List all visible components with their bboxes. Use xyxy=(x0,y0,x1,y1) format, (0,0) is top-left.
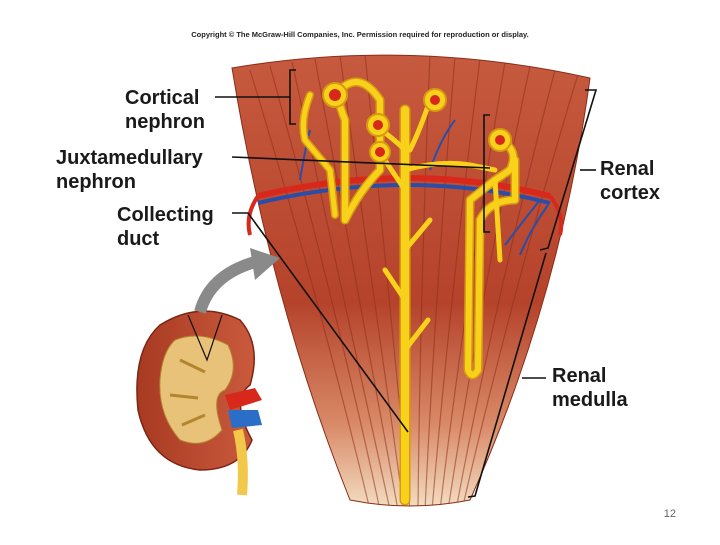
label-juxtamedullary-nephron: Juxtamedullary nephron xyxy=(56,146,203,194)
label-line: Juxtamedullary xyxy=(56,147,203,169)
label-line: nephron xyxy=(56,171,136,193)
label-cortical-nephron: Cortical nephron xyxy=(125,86,205,134)
label-line: Renal xyxy=(600,158,655,180)
leader-lines xyxy=(215,69,598,498)
label-renal-medulla: Renal medulla xyxy=(552,364,628,412)
label-line: duct xyxy=(117,228,160,250)
label-line: nephron xyxy=(125,111,205,133)
label-line: Collecting xyxy=(117,204,214,226)
label-line: cortex xyxy=(600,182,661,204)
renal-pyramid xyxy=(231,54,591,507)
label-line: medulla xyxy=(552,389,628,411)
label-line: Cortical xyxy=(125,87,200,109)
glomeruli xyxy=(322,82,512,163)
page-number: 12 xyxy=(663,508,676,520)
kidney-cross-section-icon xyxy=(136,310,262,496)
label-line: Renal xyxy=(552,365,607,387)
copyright-notice: Copyright © The McGraw-Hill Companies, I… xyxy=(191,30,529,39)
label-collecting-duct: Collecting duct xyxy=(117,203,214,251)
zoom-arrow-icon xyxy=(194,248,280,314)
label-renal-cortex: Renal cortex xyxy=(600,157,660,205)
